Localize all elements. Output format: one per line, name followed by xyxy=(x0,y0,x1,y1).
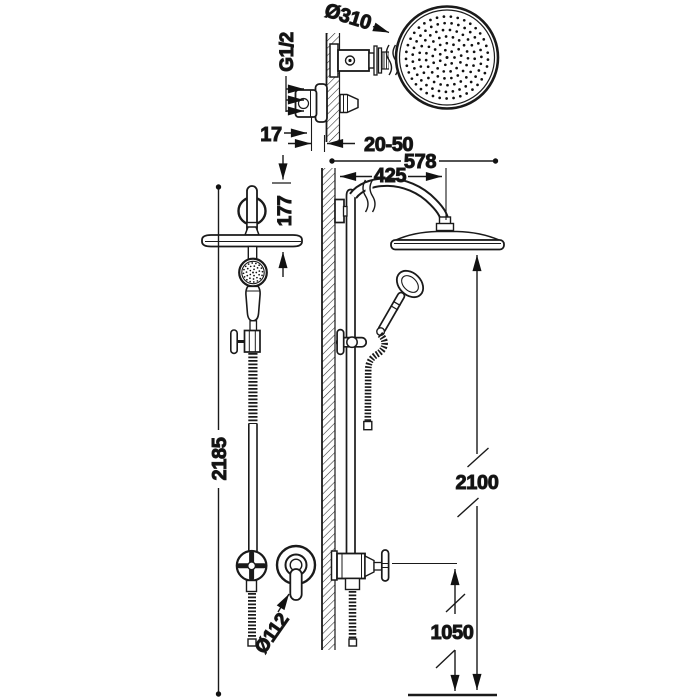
head-height-label: 2100 xyxy=(456,472,499,494)
water-inlet-elbow xyxy=(294,83,359,123)
rain-head-face xyxy=(394,5,500,110)
hand-shower-front xyxy=(238,245,268,332)
column-pipe-side xyxy=(345,188,356,553)
hand-shower-side xyxy=(363,269,425,431)
valve-height-label: 1050 xyxy=(431,622,474,644)
thread-size-label: G1/2 xyxy=(277,32,298,72)
dimension-valve-height: 1050 xyxy=(392,562,475,692)
dimension-total-projection: 578 xyxy=(329,151,499,174)
side-view xyxy=(330,177,505,647)
dimension-head-drop: 177 xyxy=(272,155,297,277)
stop-valve-side xyxy=(330,549,390,647)
dimension-embed-depth: 20-50 xyxy=(288,134,414,157)
dimension-mixer-diameter: Ø112 xyxy=(251,593,294,658)
wall-union-connector xyxy=(329,43,399,78)
dimension-head-height: 2100 xyxy=(454,254,500,691)
wall-bracket-side xyxy=(334,198,348,224)
wall-detail-view: G1/2 17 20-50 Ø310 xyxy=(260,0,500,157)
dimensions: 578 425 177 2185 xyxy=(209,151,500,697)
mixer-front xyxy=(275,544,317,601)
rain-head-nozzles xyxy=(404,15,490,100)
dimension-arm-projection: 425 xyxy=(339,165,447,220)
head-diameter-annotation: Ø310 xyxy=(321,0,390,35)
slider-holder-front xyxy=(230,329,261,355)
dimension-column-height: 2185 xyxy=(209,184,232,697)
dimension-wall-plate-depth: 17 xyxy=(260,117,313,151)
arm-projection-label: 425 xyxy=(374,165,406,187)
hand-shower-nozzles xyxy=(242,262,264,283)
embed-depth-label: 20-50 xyxy=(364,134,413,156)
shower-arm-side xyxy=(349,177,455,232)
shower-hose-side xyxy=(364,331,388,422)
head-diameter-label: Ø310 xyxy=(322,0,374,34)
slider-holder-side xyxy=(335,328,368,356)
rain-head-side xyxy=(390,230,505,251)
wall-plate-depth-label: 17 xyxy=(260,124,282,146)
front-view xyxy=(201,185,317,647)
thread-size-annotation: G1/2 xyxy=(277,32,305,116)
head-drop-label: 177 xyxy=(275,196,296,227)
mixer-diameter-label: Ø112 xyxy=(251,610,293,658)
rain-head-front xyxy=(201,221,303,248)
column-height-label: 2185 xyxy=(209,437,231,480)
hose-lower-front xyxy=(248,424,258,552)
total-projection-label: 578 xyxy=(404,151,436,173)
diverter-valve-front xyxy=(235,549,268,647)
